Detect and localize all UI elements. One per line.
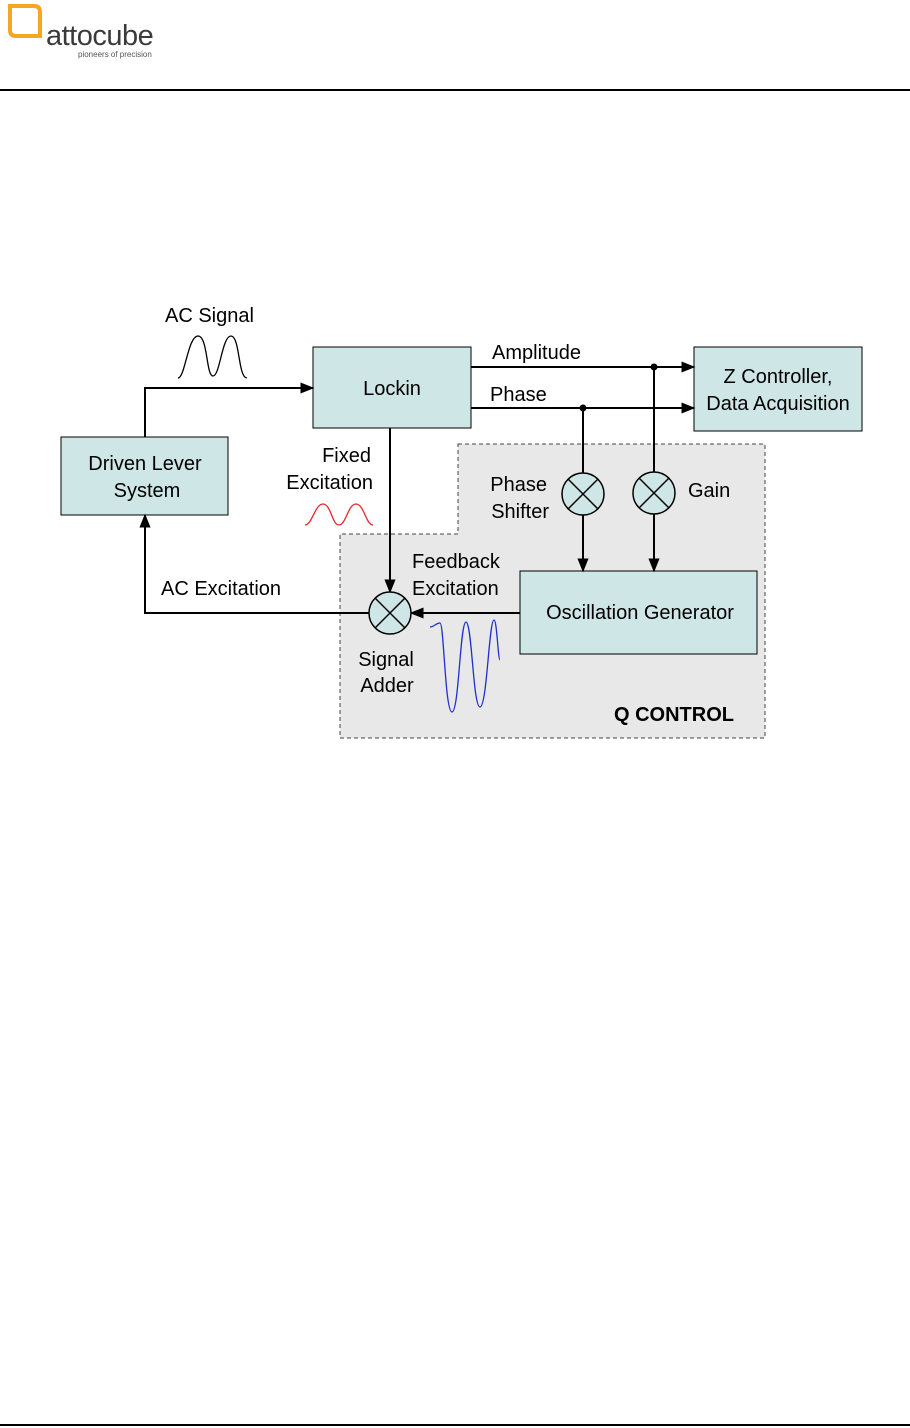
gain-icon [632, 471, 676, 515]
driven-lever-block [60, 436, 229, 516]
z-controller-label-2: Data Acquisition [706, 393, 849, 415]
fixed-excitation-wave-icon [304, 503, 374, 526]
q-control-label: Q CONTROL [614, 704, 734, 726]
lockin-label: Lockin [363, 378, 421, 400]
gain-label: Gain [688, 480, 730, 502]
brand-name: attocube [46, 20, 154, 52]
signal-adder-label-2: Adder [360, 675, 414, 697]
brand-tagline: pioneers of precision [78, 50, 152, 59]
ac-signal-wave-icon [177, 335, 248, 379]
footer-rule [0, 1424, 910, 1426]
attocube-logo-icon [8, 4, 42, 38]
fixed-excitation-label-1: Fixed [322, 445, 371, 467]
driven-lever-label-2: System [114, 480, 181, 502]
phase-label: Phase [490, 384, 547, 406]
phase-shifter-label-1: Phase [490, 474, 547, 496]
ac-signal-line [144, 382, 315, 437]
ac-excitation-label: AC Excitation [161, 578, 281, 600]
phase-shifter-label-2: Shifter [491, 501, 549, 523]
signal-adder-label-1: Signal [358, 649, 414, 671]
feedback-excitation-label-2: Excitation [412, 578, 499, 600]
z-controller-label-1: Z Controller, [724, 366, 833, 388]
ac-signal-label: AC Signal [165, 305, 254, 327]
fixed-excitation-label-2: Excitation [286, 472, 373, 494]
oscillation-generator-label: Oscillation Generator [546, 602, 734, 624]
feedback-excitation-label-1: Feedback [412, 551, 501, 573]
ac-excitation-line [139, 513, 369, 614]
phase-shifter-icon [561, 472, 605, 516]
lockin-block [312, 346, 472, 429]
driven-lever-label-1: Driven Lever [88, 453, 202, 475]
oscillation-generator-block [519, 570, 758, 655]
amplitude-label: Amplitude [492, 342, 581, 364]
page-header: attocube pioneers of precision [0, 0, 910, 92]
feedback-excitation-wave-icon [429, 619, 501, 713]
signal-adder-icon [368, 591, 412, 635]
z-controller-block [693, 346, 863, 432]
header-rule [0, 89, 910, 91]
